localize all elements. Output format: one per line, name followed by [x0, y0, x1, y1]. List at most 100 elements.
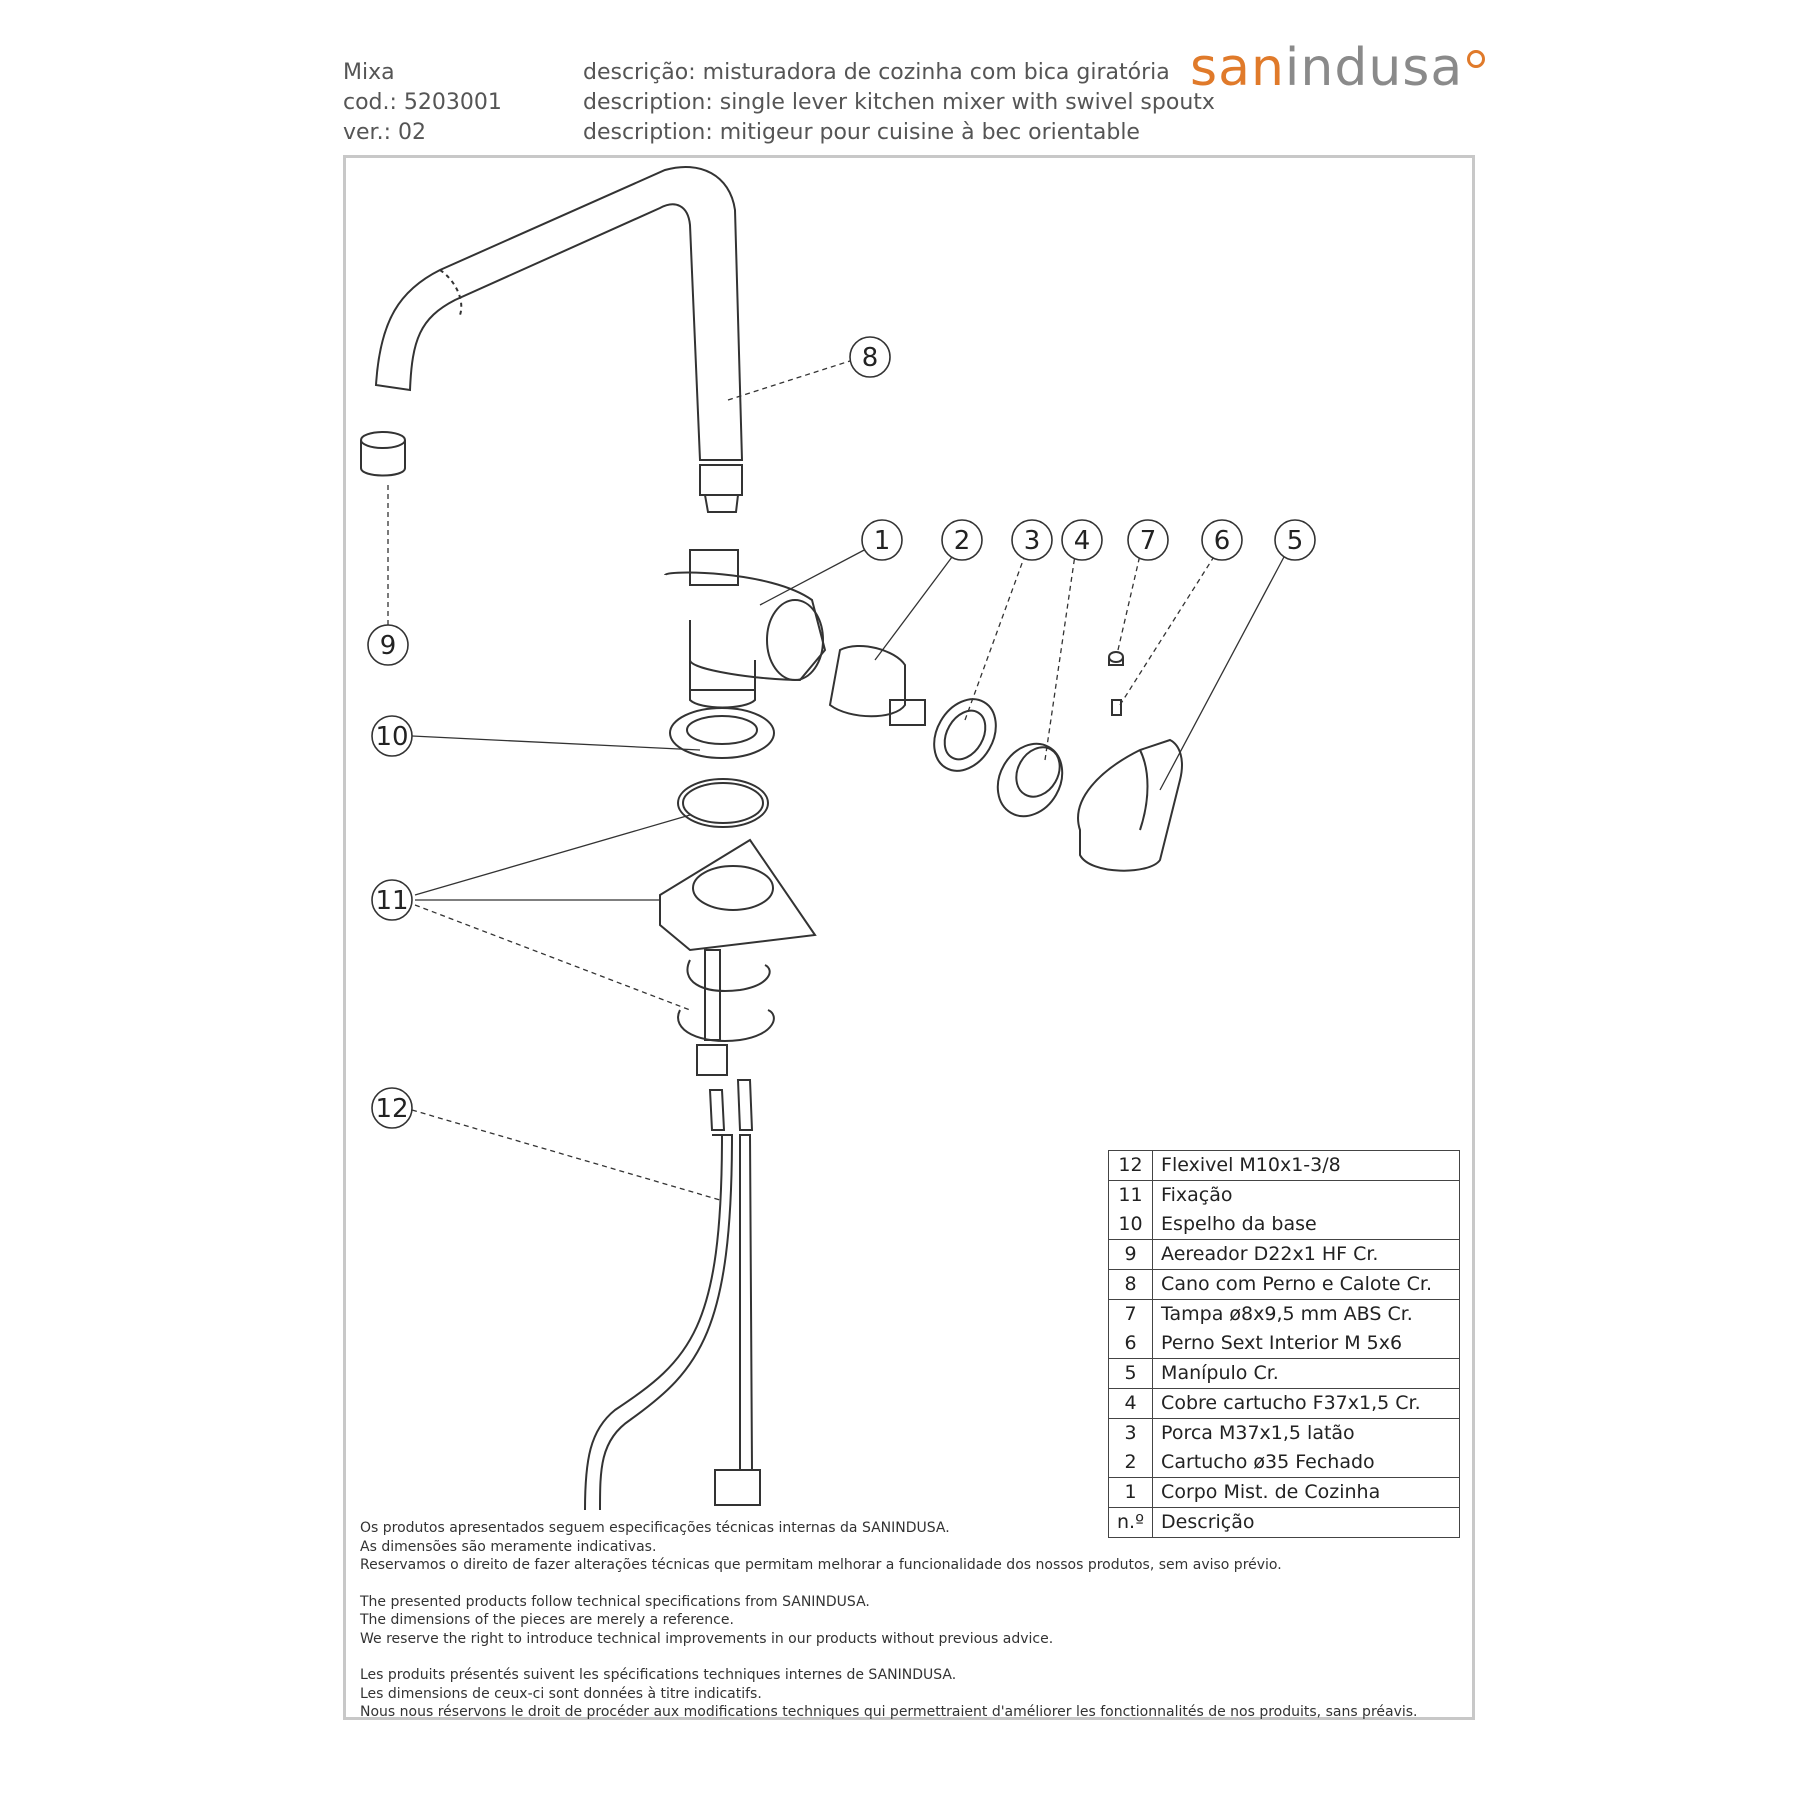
part-number: 8: [1107, 1269, 1154, 1300]
product-version: ver.: 02: [343, 120, 426, 145]
part-number: 2: [1107, 1448, 1154, 1478]
callout-6-label: 6: [1214, 526, 1231, 556]
part-number: 12: [1107, 1150, 1154, 1181]
part-description: Perno Sext Interior M 5x6: [1152, 1329, 1461, 1359]
callout-4-label: 4: [1074, 526, 1091, 556]
note-line: Reservamos o direito de fazer alterações…: [360, 1557, 1282, 1573]
note-line: Os produtos apresentados seguem especifi…: [360, 1520, 950, 1536]
callout-3: 3: [1011, 519, 1053, 561]
note-line: The presented products follow technical …: [360, 1593, 870, 1610]
flexible-hoses-drawing: [584, 1079, 761, 1511]
aerator-drawing: [360, 431, 406, 477]
o-ring-drawing: [677, 778, 769, 828]
part-description: Aereador D22x1 HF Cr.: [1152, 1239, 1461, 1270]
disclaimer-fr: Les produits présentés suivent les spéci…: [360, 1666, 1418, 1722]
nut-drawing: [933, 698, 997, 772]
note-line: Nous nous réservons le droit de procéder…: [360, 1704, 1418, 1720]
callout-2-label: 2: [954, 526, 971, 556]
callout-4: 4: [1061, 519, 1103, 561]
handle-drawing: [1077, 738, 1183, 872]
cartridge-drawing: [828, 645, 926, 726]
part-description: Fixação: [1152, 1180, 1461, 1210]
base-ring-drawing: [669, 707, 775, 759]
logo-mark-icon: [1467, 50, 1486, 68]
callout-11-label: 11: [375, 886, 408, 916]
part-number: 7: [1107, 1299, 1154, 1329]
disclaimer-en: The presented products follow technical …: [360, 1593, 1418, 1649]
part-description: Corpo Mist. de Cozinha: [1152, 1477, 1461, 1508]
part-description: Tampa ø8x9,5 mm ABS Cr.: [1152, 1299, 1461, 1329]
cartridge-cover-drawing: [996, 742, 1064, 818]
note-line: Les produits présentés suivent les spéci…: [360, 1667, 957, 1683]
part-description: Cartucho ø35 Fechado: [1152, 1448, 1461, 1478]
callout-8-label: 8: [862, 343, 879, 373]
part-number: 1: [1107, 1477, 1154, 1508]
part-number: 10: [1107, 1210, 1154, 1240]
description-pt: descrição: misturadora de cozinha com bi…: [583, 60, 1170, 85]
part-number: 11: [1107, 1180, 1154, 1210]
sanindusa-logo: sanindusa: [1190, 38, 1486, 98]
callout-10-label: 10: [375, 722, 408, 752]
callout-12-label: 12: [375, 1094, 408, 1124]
disclaimer-notes: Os produtos apresentados seguem especifi…: [360, 1519, 1418, 1740]
fixing-washer-drawing: [677, 949, 775, 1076]
disclaimer-pt: Os produtos apresentados seguem especifi…: [360, 1519, 1418, 1575]
column-header-description: Descrição: [1152, 1507, 1461, 1538]
note-line: Les dimensions de ceux-ci sont données à…: [360, 1685, 762, 1702]
callout-7: 7: [1127, 519, 1169, 561]
part-description: Flexivel M10x1-3/8: [1152, 1150, 1461, 1181]
callout-6: 6: [1201, 519, 1243, 561]
spout-drawing: [374, 165, 744, 513]
part-description: Espelho da base: [1152, 1210, 1461, 1240]
callout-3-label: 3: [1024, 526, 1041, 556]
callout-8: 8: [849, 336, 891, 378]
part-number: 6: [1107, 1329, 1154, 1359]
callout-12: 12: [371, 1087, 413, 1129]
screw-and-cap-drawing: [1108, 651, 1124, 716]
product-info: Mixa cod.: 5203001 ver.: 02: [343, 58, 502, 148]
note-line: We reserve the right to introduce techni…: [360, 1630, 1054, 1647]
note-line: As dimensões são meramente indicativas.: [360, 1538, 657, 1555]
callout-10: 10: [371, 715, 413, 757]
mixer-body-drawing: [664, 549, 827, 709]
callouts: 1 2 3 4 7 6 5 8: [367, 336, 1316, 1129]
description-fr: description: mitigeur pour cuisine à bec…: [583, 120, 1140, 145]
callout-1: 1: [861, 519, 903, 561]
part-description: Manípulo Cr.: [1152, 1358, 1461, 1389]
part-number: 3: [1107, 1418, 1154, 1448]
fixing-plate-drawing: [659, 838, 817, 952]
callout-11: 11: [371, 879, 413, 921]
part-number: 5: [1107, 1358, 1154, 1389]
product-name: Mixa: [343, 60, 395, 85]
column-header-number: n.º: [1107, 1507, 1154, 1538]
product-code: cod.: 5203001: [343, 90, 502, 115]
callout-1-label: 1: [874, 526, 891, 556]
callout-5-label: 5: [1287, 526, 1304, 556]
product-descriptions: descrição: misturadora de cozinha com bi…: [583, 58, 1215, 148]
part-description: Cobre cartucho F37x1,5 Cr.: [1152, 1388, 1461, 1419]
logo-part-san: san: [1190, 38, 1285, 98]
callout-9-label: 9: [380, 631, 397, 661]
part-number: 4: [1107, 1388, 1154, 1419]
description-en: description: single lever kitchen mixer …: [583, 90, 1215, 115]
part-description: Cano com Perno e Calote Cr.: [1152, 1269, 1461, 1300]
part-number: 9: [1107, 1239, 1154, 1270]
leader-lines: [387, 359, 1286, 1201]
note-line: The dimensions of the pieces are merely …: [360, 1612, 734, 1628]
callout-7-label: 7: [1140, 526, 1157, 556]
part-description: Porca M37x1,5 latão: [1152, 1418, 1461, 1448]
